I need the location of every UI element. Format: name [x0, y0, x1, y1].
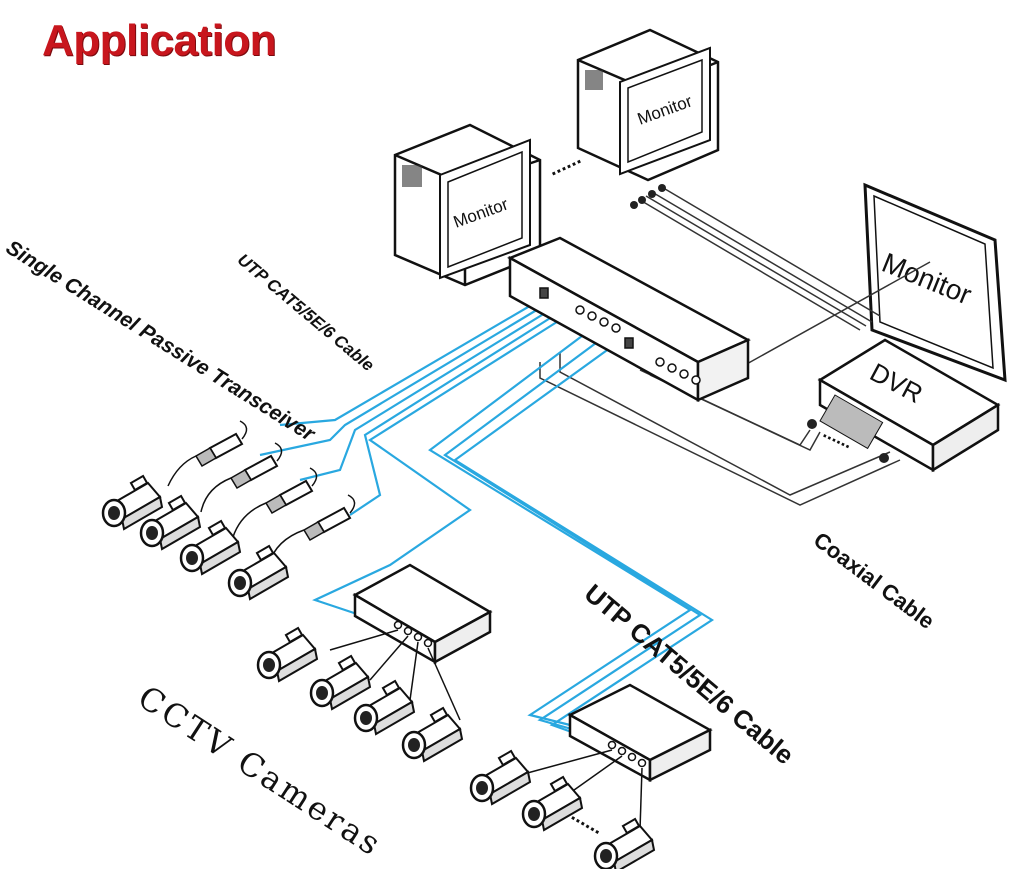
page-title: Application — [42, 16, 277, 65]
monitor-left: Monitor — [393, 123, 542, 287]
hub-bottom — [567, 683, 713, 783]
cameras-left — [101, 474, 290, 601]
hub-middle — [352, 563, 493, 665]
monitor-ellipsis: ...... — [545, 147, 585, 181]
main-receiver-hub — [507, 236, 751, 403]
utp-cables — [259, 299, 715, 737]
hub-middle-cables — [329, 629, 461, 721]
monitor-top: Monitor — [576, 28, 720, 182]
dvr: DVR — [817, 338, 1001, 473]
cameras-bottom — [469, 749, 656, 874]
coaxial-connectors — [630, 184, 666, 209]
monitor-right: Monitor — [863, 182, 1007, 383]
